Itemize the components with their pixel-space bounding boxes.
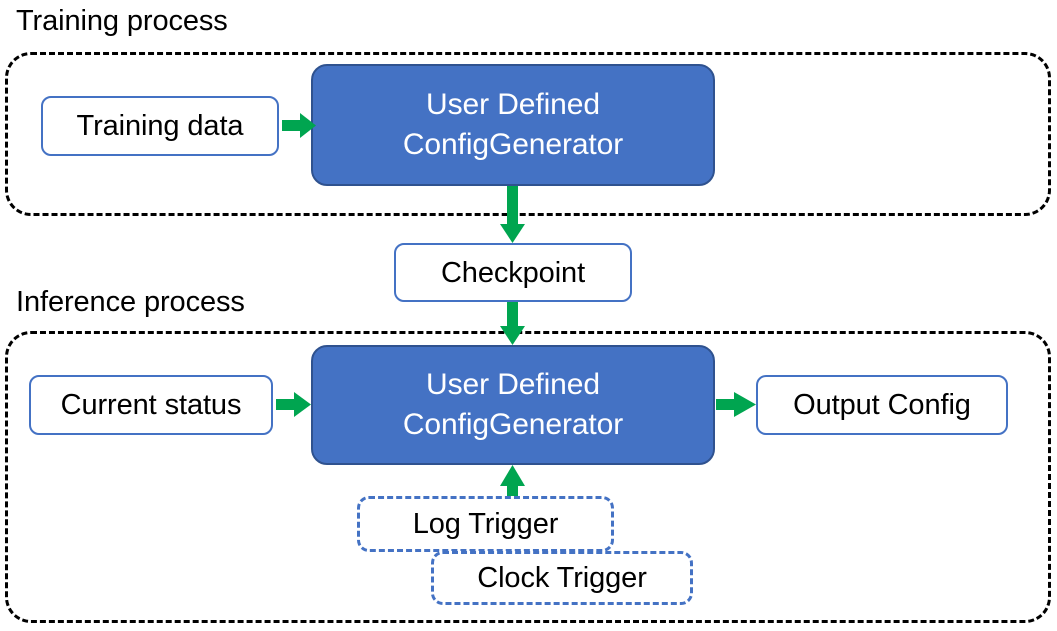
node-label-line-1: User Defined	[426, 88, 600, 121]
inference-process-container	[5, 331, 1051, 623]
node-current-status[interactable]: Current status	[29, 375, 273, 435]
node-clock-trigger[interactable]: Clock Trigger	[431, 551, 693, 605]
node-label-line-1: User Defined	[426, 368, 600, 401]
training-process-container	[5, 52, 1051, 216]
training-section-label: Training process	[16, 5, 228, 37]
node-user-defined-config-generator-training[interactable]: User Defined ConfigGenerator	[311, 64, 715, 186]
node-log-trigger[interactable]: Log Trigger	[357, 496, 614, 552]
node-training-data[interactable]: Training data	[41, 96, 279, 156]
node-checkpoint[interactable]: Checkpoint	[394, 243, 632, 302]
node-output-config[interactable]: Output Config	[756, 375, 1008, 435]
node-label-line-2: ConfigGenerator	[402, 128, 624, 161]
inference-section-label: Inference process	[16, 286, 245, 318]
node-user-defined-config-generator-inference[interactable]: User Defined ConfigGenerator	[311, 345, 715, 465]
node-label-line-2: ConfigGenerator	[402, 408, 624, 441]
